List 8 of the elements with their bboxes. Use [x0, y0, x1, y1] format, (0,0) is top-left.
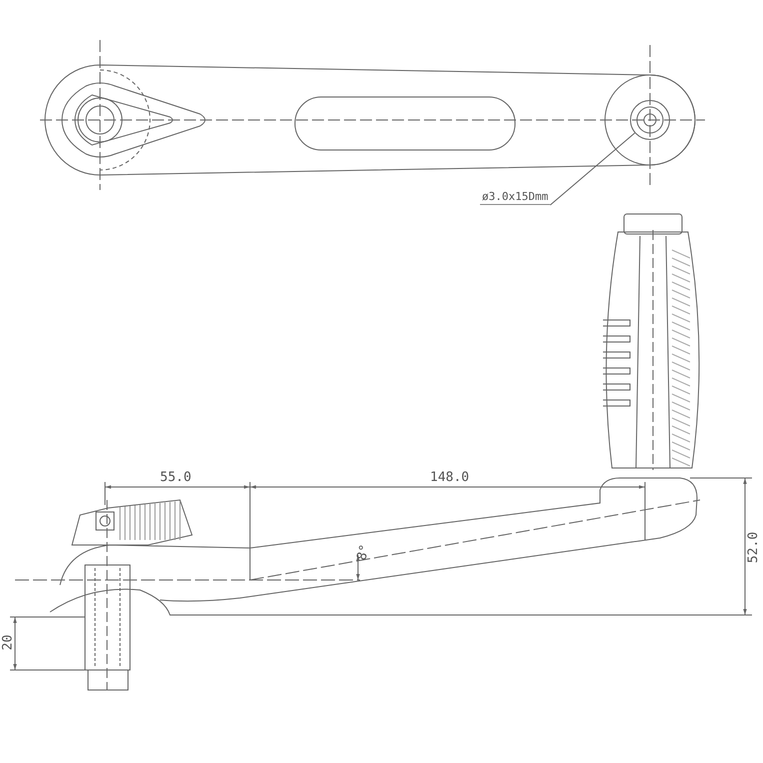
dimension-label: 20: [0, 634, 16, 650]
dimension-label: 148.0: [430, 470, 470, 485]
dimension-label: 8°: [354, 543, 374, 562]
dimension-label: 55.0: [160, 470, 192, 485]
pin-hole: [630, 100, 670, 140]
dimension-label: 52.0: [746, 532, 762, 564]
callout-text: ø3.0x15Dmm: [480, 190, 550, 205]
leader-line: [550, 132, 636, 206]
